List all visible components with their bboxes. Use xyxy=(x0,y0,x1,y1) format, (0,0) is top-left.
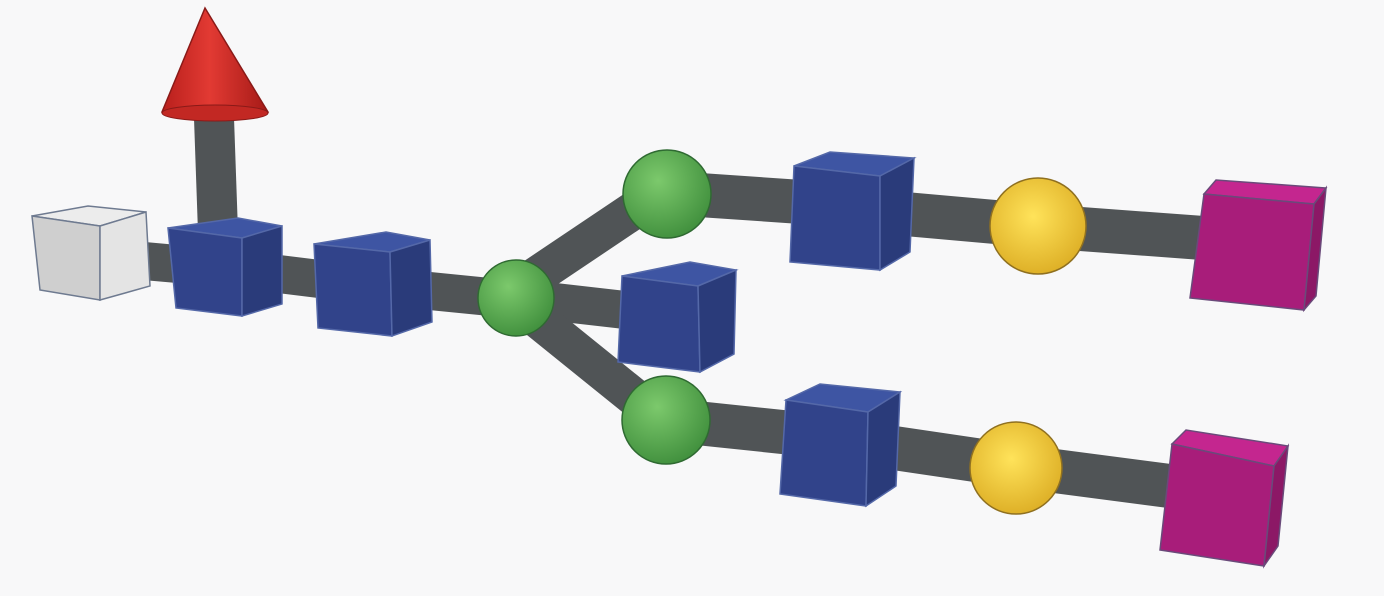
red-arrow-icon xyxy=(160,6,270,122)
blue-cube-upper xyxy=(789,151,917,272)
green-sphere-lower xyxy=(621,375,711,465)
magenta-cube-lower xyxy=(1159,429,1290,569)
yellow-sphere-lower xyxy=(969,421,1063,515)
yellow-sphere-upper xyxy=(989,177,1087,275)
magenta-cube-upper xyxy=(1189,179,1328,313)
green-hub-sphere xyxy=(477,259,555,337)
green-sphere-upper xyxy=(622,149,712,239)
blue-cube-middle xyxy=(617,261,739,374)
blue-cube-lower xyxy=(779,383,903,508)
blue-cube-1 xyxy=(167,217,283,318)
white-cube xyxy=(31,205,151,301)
blue-cube-2 xyxy=(313,231,433,338)
rod-blue1-up xyxy=(194,117,238,233)
